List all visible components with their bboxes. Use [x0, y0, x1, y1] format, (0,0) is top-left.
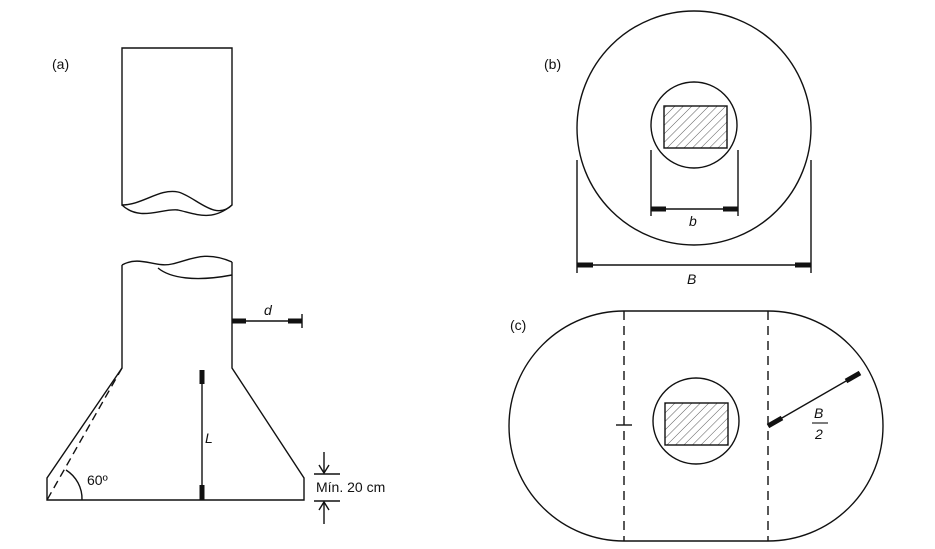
radius-tick-inner [766, 415, 784, 429]
d-label: d [264, 302, 273, 318]
column-upper-break [121, 204, 233, 217]
radius-label-denominator: 2 [814, 426, 823, 442]
angle-label: 60º [87, 472, 108, 488]
panel-b: (b) b B [544, 10, 812, 287]
L-label: L [205, 430, 213, 446]
column-upper [121, 47, 233, 212]
panel-a: (a) 60º d L Mín. 20 cm [46, 47, 385, 524]
sixty-degree-guide [46, 367, 123, 501]
footing-outline [46, 262, 305, 501]
radius-tick-outer [844, 370, 862, 384]
b-label: b [689, 213, 697, 229]
min-arrow-top-head [318, 464, 330, 475]
panel-b-label: (b) [544, 56, 561, 72]
column-circle-c [652, 377, 740, 465]
B-label: B [687, 271, 696, 287]
angle-arc [65, 469, 83, 501]
min-arrow-bottom-head [318, 500, 330, 511]
panel-c: (c) B 2 [508, 310, 884, 542]
hatched-section-c [664, 402, 729, 446]
column-lower-break-back [157, 267, 233, 280]
panel-c-label: (c) [510, 317, 526, 333]
column-lower-break [121, 255, 233, 266]
min-height-label: Mín. 20 cm [316, 479, 385, 495]
hatched-section [663, 105, 728, 149]
footing-circle-outer [576, 10, 812, 246]
radius-dim-line [767, 372, 861, 427]
radius-label-numerator: B [814, 405, 823, 421]
column-circle [650, 81, 738, 169]
panel-a-label: (a) [52, 56, 69, 72]
